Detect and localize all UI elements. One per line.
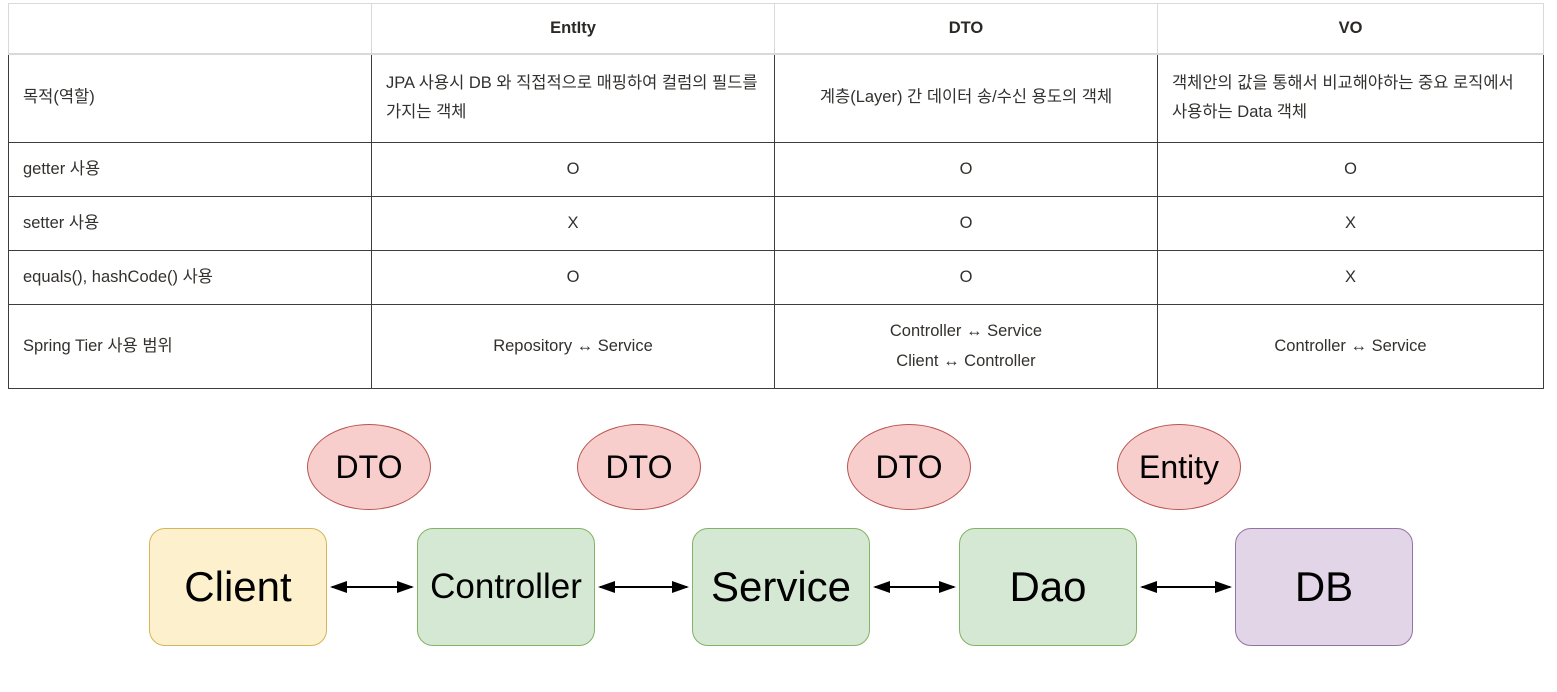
springtier-entity-cell: Repository ↔ Service xyxy=(371,304,775,389)
table-row-setter: setter 사용 X O X xyxy=(8,196,1544,251)
setter-dto-cell: O xyxy=(774,196,1158,251)
table-row-getter: getter 사용 O O O xyxy=(8,142,1544,197)
table-row-purpose: 목적(역할) JPA 사용시 DB 와 직접적으로 매핑하여 컬럼의 필드를 가… xyxy=(8,53,1544,143)
oval-dto-2-label: DTO xyxy=(605,448,673,485)
table-row-spring-tier: Spring Tier 사용 범위 Repository ↔ Service C… xyxy=(8,304,1544,389)
oval-entity-label: Entity xyxy=(1138,448,1220,485)
oval-entity: Entity xyxy=(1117,424,1241,510)
node-controller-label: Controller xyxy=(430,567,582,606)
equals-entity-cell: O xyxy=(371,250,775,305)
springtier-dto-line2: Client ↔ Controller xyxy=(896,351,1036,370)
equals-vo-cell: X xyxy=(1157,250,1544,305)
table-row-equals-hashcode: equals(), hashCode() 사용 O O X xyxy=(8,250,1544,305)
springtier-vo-cell: Controller ↔ Service xyxy=(1157,304,1544,389)
header-blank xyxy=(8,3,372,55)
header-entity: EntIty xyxy=(371,3,775,55)
purpose-dto-cell: 계층(Layer) 간 데이터 송/수신 용도의 객체 xyxy=(774,53,1158,143)
springtier-dto-cell: Controller ↔ Service Client ↔ Controller xyxy=(774,304,1158,389)
oval-dto-3-label: DTO xyxy=(875,448,943,485)
entity-dto-vo-comparison-table: EntIty DTO VO 목적(역할) JPA 사용시 DB 와 직접적으로 … xyxy=(8,3,1544,389)
setter-entity-cell: X xyxy=(371,196,775,251)
oval-dto-2: DTO xyxy=(577,424,701,510)
spring-layer-diagram: DTO DTO DTO Entity Client Controller Ser… xyxy=(0,413,1557,692)
row-label-spring-tier: Spring Tier 사용 범위 xyxy=(8,304,372,389)
setter-vo-cell: X xyxy=(1157,196,1544,251)
node-client-label: Client xyxy=(184,563,292,610)
purpose-entity-cell: JPA 사용시 DB 와 직접적으로 매핑하여 컬럼의 필드를 가지는 객체 xyxy=(371,53,775,143)
getter-vo-cell: O xyxy=(1157,142,1544,197)
node-dao: Dao xyxy=(959,528,1137,646)
getter-entity-cell: O xyxy=(371,142,775,197)
node-db: DB xyxy=(1235,528,1413,646)
node-controller: Controller xyxy=(417,528,595,646)
oval-dto-3: DTO xyxy=(847,424,971,510)
row-label-getter: getter 사용 xyxy=(8,142,372,197)
node-db-label: DB xyxy=(1294,563,1354,610)
row-label-equals-hashcode: equals(), hashCode() 사용 xyxy=(8,250,372,305)
node-service: Service xyxy=(692,528,870,646)
getter-dto-cell: O xyxy=(774,142,1158,197)
row-label-purpose: 목적(역할) xyxy=(8,53,372,143)
header-dto: DTO xyxy=(774,3,1158,55)
oval-dto-1-label: DTO xyxy=(335,448,403,485)
purpose-vo-cell: 객체안의 값을 통해서 비교해야하는 중요 로직에서 사용하는 Data 객체 xyxy=(1157,53,1544,143)
equals-dto-cell: O xyxy=(774,250,1158,305)
springtier-dto-line1: Controller ↔ Service xyxy=(889,321,1043,340)
header-vo: VO xyxy=(1157,3,1544,55)
row-label-setter: setter 사용 xyxy=(8,196,372,251)
node-service-label: Service xyxy=(710,563,852,610)
node-client: Client xyxy=(149,528,327,646)
oval-dto-1: DTO xyxy=(307,424,431,510)
node-dao-label: Dao xyxy=(1009,563,1087,610)
table-header-row: EntIty DTO VO xyxy=(8,3,1544,55)
